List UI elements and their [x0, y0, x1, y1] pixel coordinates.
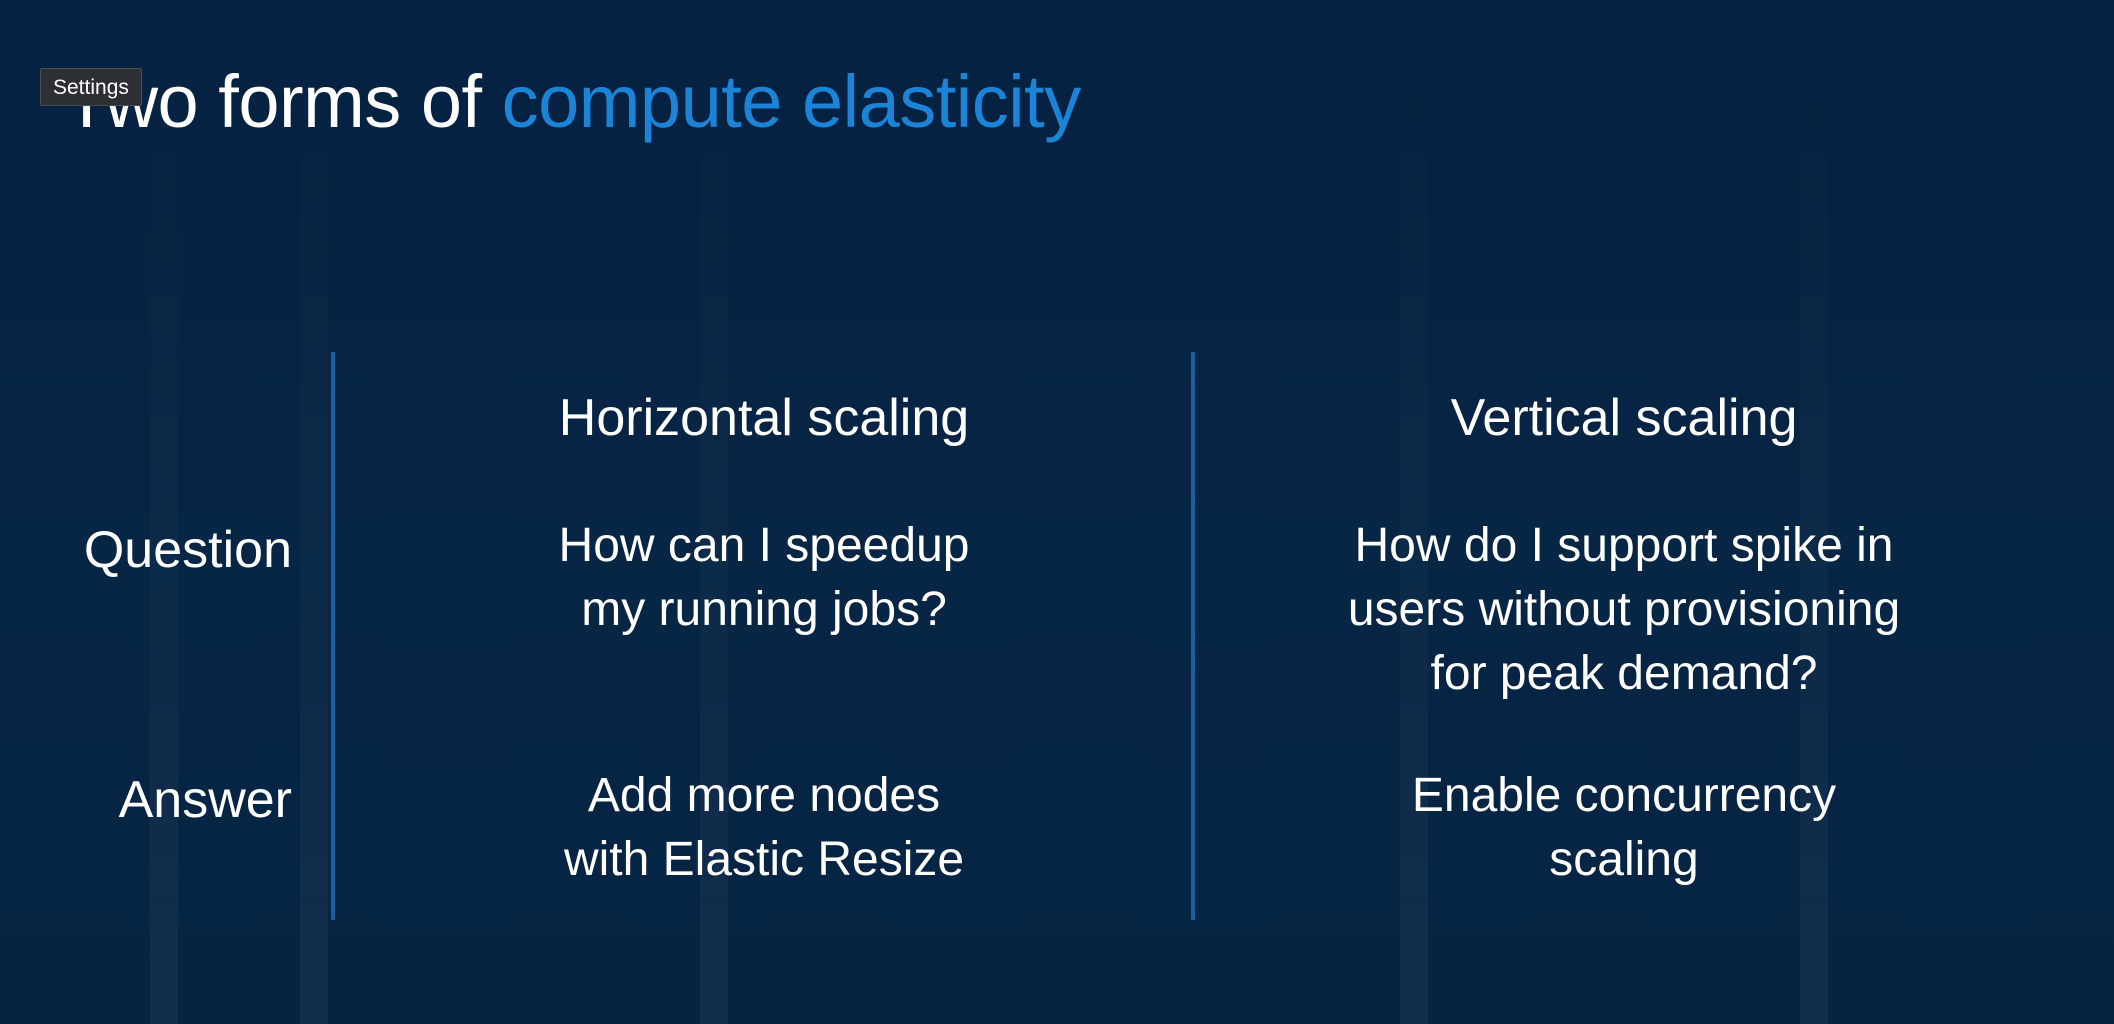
cell-line: my running jobs?	[581, 583, 947, 636]
column-divider	[331, 352, 335, 920]
question-horizontal-cell: How can I speedup my running jobs?	[400, 514, 1128, 642]
cell-line: How do I support spike in	[1354, 519, 1894, 572]
cell-line: How can I speedup	[558, 519, 970, 572]
column-divider	[1191, 352, 1195, 920]
cell-line: users without provisioning	[1347, 583, 1901, 636]
settings-tooltip: Settings	[40, 68, 142, 106]
background-streak	[150, 0, 178, 1024]
slide-title: Two forms of compute elasticity	[64, 52, 1081, 152]
column-header-vertical-scaling: Vertical scaling	[1450, 389, 1798, 447]
answer-vertical-cell: Enable concurrency scaling	[1244, 764, 2004, 892]
title-accent-text: compute elasticity	[501, 60, 1082, 143]
cell-line: Add more nodes	[587, 769, 941, 822]
cell-line: Enable concurrency	[1411, 769, 1837, 822]
column-header-horizontal-scaling: Horizontal scaling	[558, 389, 970, 447]
row-label-question: Question	[83, 521, 292, 579]
background-streak	[1400, 0, 1428, 1024]
cell-line: for peak demand?	[1430, 647, 1818, 700]
background-streak	[1800, 0, 1828, 1024]
answer-horizontal-cell: Add more nodes with Elastic Resize	[400, 764, 1128, 892]
question-vertical-cell: How do I support spike in users without …	[1244, 514, 2004, 706]
cell-line: scaling	[1549, 833, 1699, 886]
background-streak	[700, 0, 728, 1024]
cell-line: with Elastic Resize	[563, 833, 965, 886]
row-label-answer: Answer	[118, 771, 292, 829]
background-streak	[300, 0, 328, 1024]
